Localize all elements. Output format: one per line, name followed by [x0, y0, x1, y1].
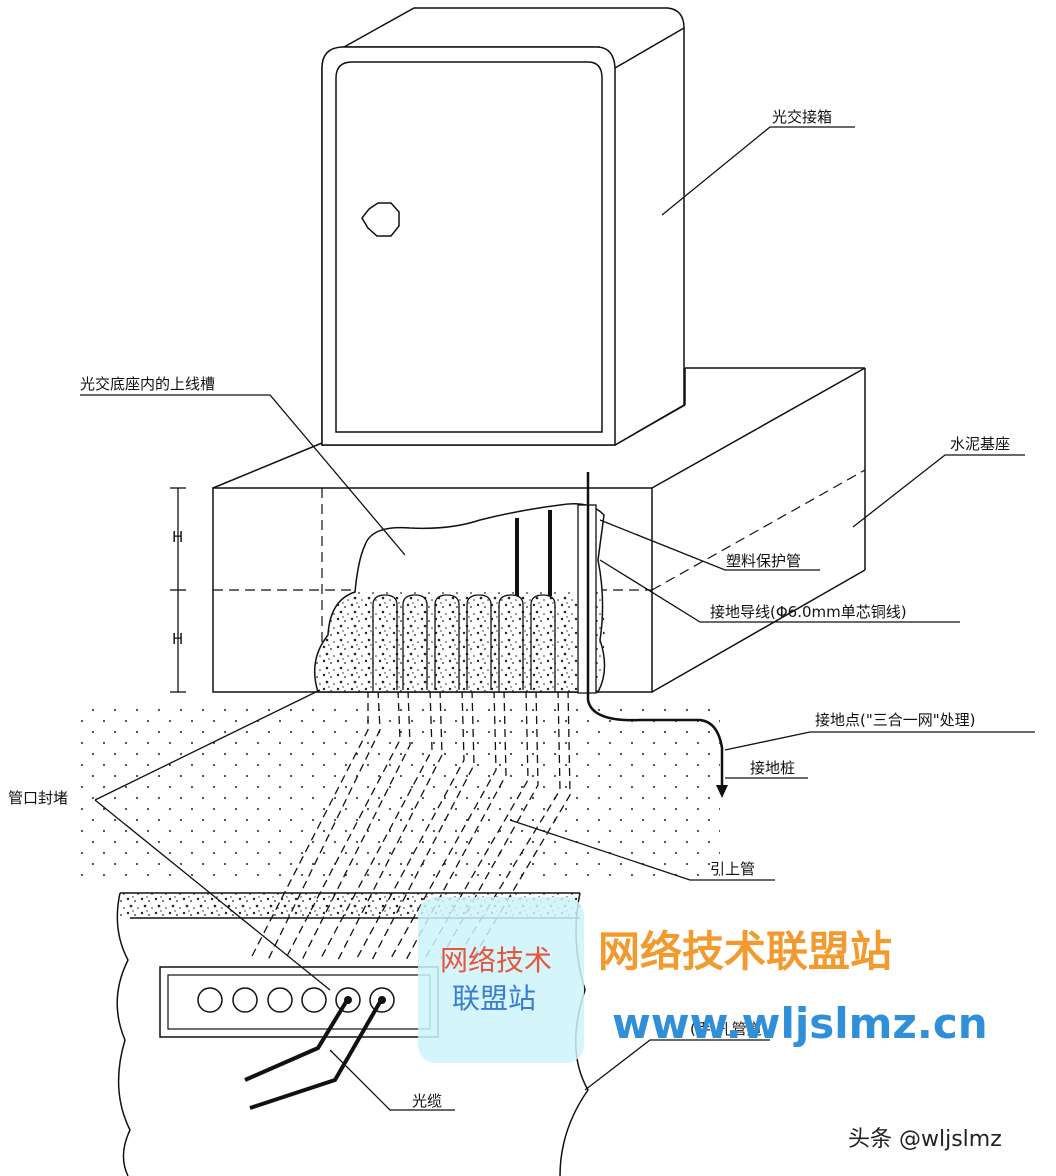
cable-slots	[372, 594, 556, 690]
credit-text: 头条 @wljslmz	[848, 1127, 1002, 1152]
label-ground-wire: 接地导线(Φ6.0mm单芯铜线)	[710, 603, 907, 621]
dimension-marker	[170, 487, 186, 693]
leader-lines	[80, 126, 1035, 1111]
fiber-cable-1	[244, 1000, 348, 1082]
manhole-outline	[116, 892, 131, 1176]
conduit-frame	[159, 966, 439, 1038]
watermark-logo-line1: 网络技术	[440, 944, 552, 977]
fiber-cabinet	[321, 7, 685, 446]
conduit-holes	[197, 987, 395, 1013]
dim-label-upper: H	[172, 528, 183, 546]
label-ground-rod: 接地桩	[750, 759, 795, 777]
label-protect-pipe: 塑料保护管	[726, 552, 801, 570]
label-fiber: 光缆	[412, 1092, 442, 1110]
watermark-brand-cn: 网络技术联盟站	[598, 927, 892, 976]
dim-label-lower: H	[172, 630, 183, 648]
watermark-logo-line2: 联盟站	[452, 982, 536, 1015]
label-base: 水泥基座	[950, 435, 1010, 453]
label-conduit: (手)孔管道	[690, 1020, 762, 1038]
soil-region	[80, 700, 720, 880]
fiber-cable-2	[249, 1001, 382, 1110]
cabinet-lock	[361, 202, 400, 237]
label-cabinet: 光交接箱	[772, 108, 832, 126]
label-trough: 光交底座内的上线槽	[80, 375, 215, 393]
ground-wire	[586, 472, 724, 790]
label-riser: 引上管	[710, 860, 755, 878]
label-seal: 管口封堵	[8, 789, 68, 807]
label-ground-point: 接地点("三合一网"处理)	[815, 711, 976, 729]
watermark-brand-url: www.wljslmz.cn	[612, 999, 988, 1048]
watermark-logo-box	[418, 897, 584, 1063]
